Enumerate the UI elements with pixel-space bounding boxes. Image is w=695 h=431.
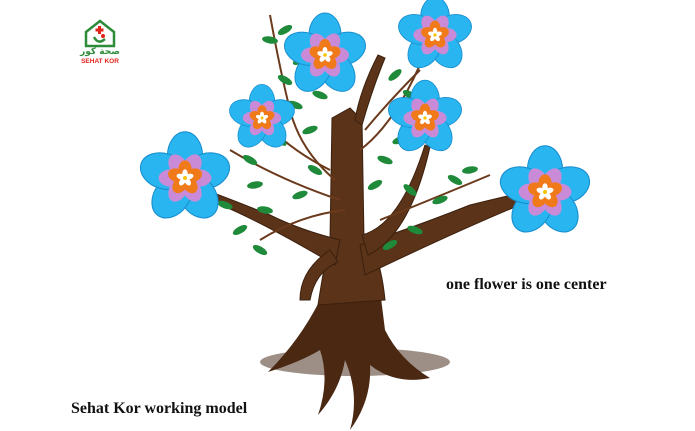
leaf — [377, 155, 393, 165]
flower — [283, 12, 367, 92]
logo-arabic-text: صحة كور — [80, 47, 120, 57]
leaf — [462, 166, 478, 174]
flower — [388, 79, 462, 152]
flower — [229, 83, 295, 148]
leaf — [247, 181, 263, 189]
leaf — [367, 179, 383, 191]
leaf — [257, 206, 273, 214]
leaf — [292, 190, 308, 200]
house-icon — [84, 19, 116, 48]
leaf — [307, 164, 323, 176]
leaf — [252, 244, 268, 256]
leaf — [432, 195, 448, 205]
leaf — [232, 224, 248, 236]
leaf — [388, 69, 402, 81]
flower — [499, 145, 591, 233]
flower — [398, 0, 472, 69]
leaf — [403, 184, 417, 196]
sehat-kor-logo: صحة كور SEHAT KOR — [78, 18, 122, 68]
leaf — [302, 125, 318, 135]
leaf — [382, 239, 398, 251]
leaf — [407, 225, 423, 235]
logo-english-text: SEHAT KOR — [81, 58, 119, 65]
model-title-caption: Sehat Kor working model — [71, 400, 248, 417]
tree-trunk — [204, 54, 536, 306]
leaf — [277, 74, 293, 86]
leaf — [217, 200, 233, 210]
leaf — [262, 36, 278, 44]
leaf — [312, 90, 328, 100]
tree-roots — [260, 290, 450, 430]
flower — [139, 131, 231, 219]
leaf — [277, 24, 293, 36]
leaf — [242, 154, 258, 166]
flowers — [139, 0, 591, 233]
leaf — [447, 174, 463, 186]
flower-note-caption: one flower is one center — [446, 276, 607, 293]
